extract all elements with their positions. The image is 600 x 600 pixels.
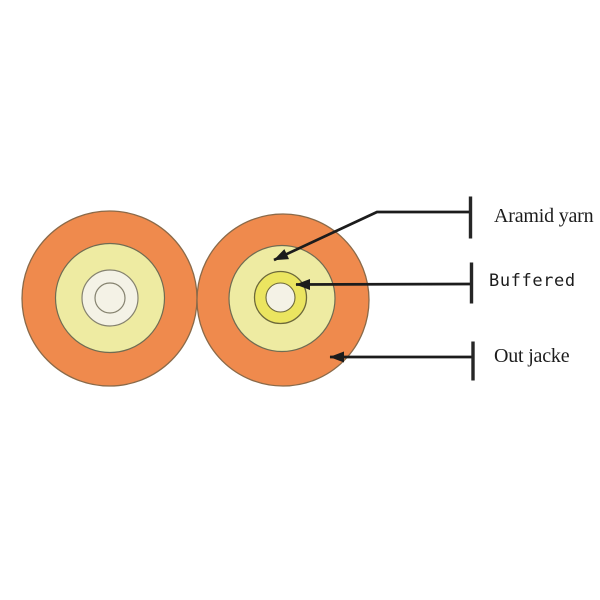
left-cable-cross-section xyxy=(21,210,198,387)
right-fiber-core xyxy=(265,282,296,313)
aramid-yarn-leader-arrow xyxy=(273,210,470,262)
left-fiber-core xyxy=(94,282,126,314)
leader-lines xyxy=(273,210,473,363)
label-buffered: Buffered xyxy=(489,271,576,291)
buffered-leader-arrow xyxy=(295,278,472,290)
label-out-jacket: Out jacke xyxy=(494,345,570,367)
label-aramid-yarn: Aramid yarn xyxy=(494,205,594,227)
label-ticks xyxy=(468,196,475,381)
right-cable-cross-section xyxy=(196,213,370,387)
